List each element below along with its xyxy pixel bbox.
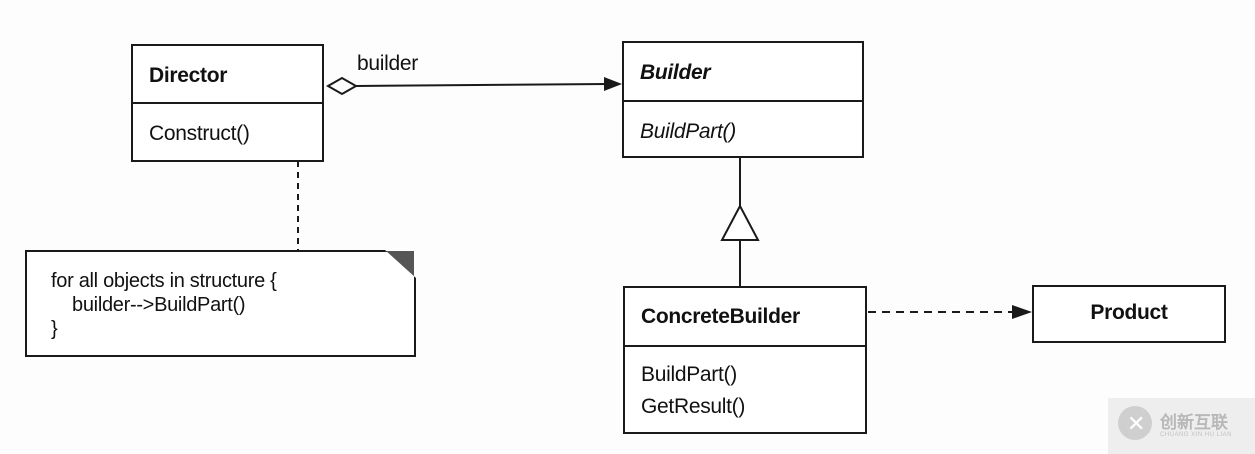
concrete-builder-operation-2: GetResult() xyxy=(641,395,746,418)
builder-operation: BuildPart() xyxy=(640,120,736,143)
builder-separator xyxy=(624,100,862,102)
watermark-cn-text: 创新互联 xyxy=(1160,413,1228,433)
concrete-builder-class: ConcreteBuilder BuildPart() GetResult() xyxy=(623,286,867,434)
aggregation-diamond xyxy=(325,76,359,96)
dependency-arrowhead xyxy=(1012,305,1032,319)
concrete-builder-separator xyxy=(625,345,865,347)
aggregation-arrowhead xyxy=(604,77,622,91)
director-class-name: Director xyxy=(149,64,228,87)
note-line-2: builder-->BuildPart() xyxy=(51,294,246,316)
note-line-3: } xyxy=(51,318,58,340)
concrete-builder-operation-1: BuildPart() xyxy=(641,363,737,386)
builder-class-name: Builder xyxy=(640,61,711,84)
concrete-builder-class-name: ConcreteBuilder xyxy=(641,305,800,328)
aggregation-line xyxy=(355,83,609,87)
builder-class: Builder BuildPart() xyxy=(622,41,864,158)
inheritance-triangle xyxy=(720,203,760,241)
watermark-circle-icon: ✕ xyxy=(1118,406,1152,440)
watermark-logo: ✕ 创新互联 CHUANG XIN HU LIAN xyxy=(1108,398,1255,454)
note-line-1: for all objects in structure { xyxy=(51,270,277,292)
association-label: builder xyxy=(357,52,418,75)
director-separator xyxy=(133,102,322,104)
note-box: for all objects in structure { builder--… xyxy=(25,250,416,357)
watermark-en-text: CHUANG XIN HU LIAN xyxy=(1160,432,1233,438)
product-class-name: Product xyxy=(1090,301,1168,324)
director-class: Director Construct() xyxy=(131,44,324,162)
director-operation: Construct() xyxy=(149,122,250,145)
product-class: Product xyxy=(1032,285,1226,343)
